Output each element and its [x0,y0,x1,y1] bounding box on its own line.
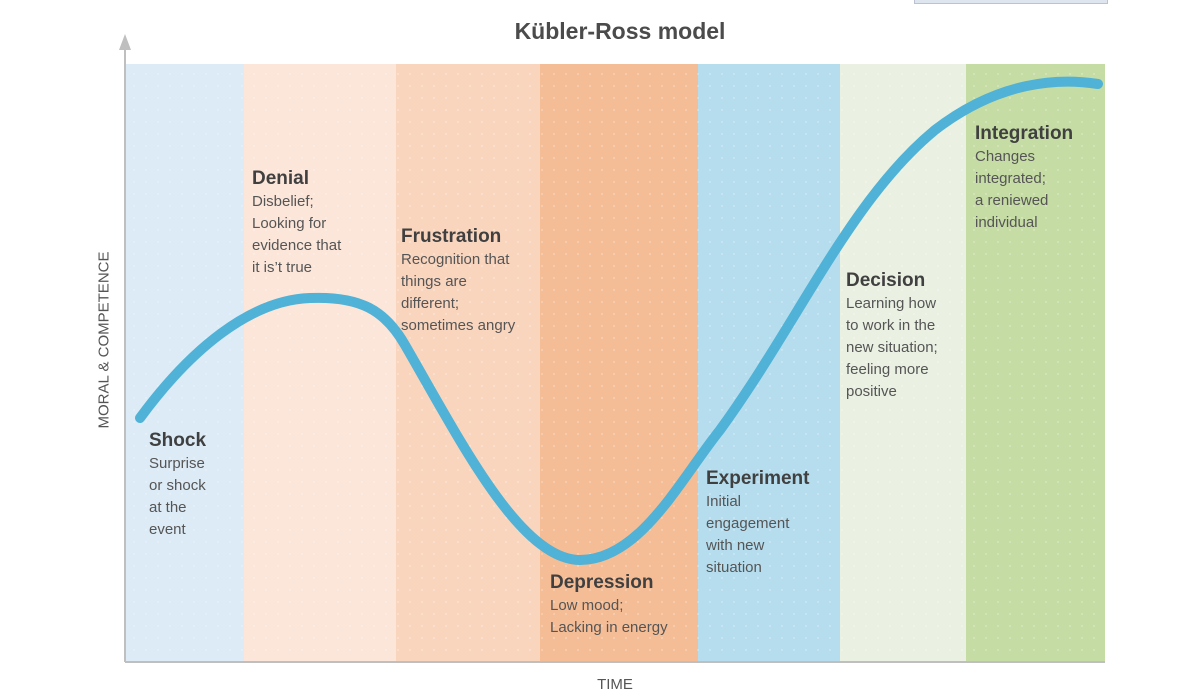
stage-name: Denial [252,168,310,189]
stage-label-experiment: Experiment Initial engagement with new s… [706,467,856,579]
y-axis-label: MORAL & COMPETENCE [95,251,113,429]
stage-label-shock: Shock Surprise or shock at the event [149,429,299,541]
stage-name: Frustration [401,226,502,247]
stage-description: Low mood; Lacking in energy [550,597,668,636]
stage-name: Depression [550,572,654,593]
stage-description: Surprise or shock at the event [149,455,206,538]
stage-description: Changes integrated; a reniewed individua… [975,148,1049,231]
stage-label-frustration: Frustration Recognition that things are … [401,225,551,337]
stage-label-denial: Denial Disbelief; Looking for evidence t… [252,167,402,279]
stage-description: Initial engagement with new situation [706,493,790,576]
x-axis-label: TIME [597,676,633,693]
stage-name: Integration [975,123,1074,144]
stage-label-integration: Integration Changes integrated; a reniew… [975,122,1125,234]
stage-name: Experiment [706,468,810,489]
stage-description: Recognition that things are different; s… [401,251,516,334]
corner-tab [914,0,1108,4]
change-curve [135,76,1103,565]
stage-label-decision: Decision Learning how to work in the new… [846,269,996,403]
stage-description: Disbelief; Looking for evidence that it … [252,193,342,276]
y-axis-arrow-icon [119,34,131,50]
stage-description: Learning how to work in the new situatio… [846,295,938,400]
diagram-title: Kübler-Ross model [514,18,726,44]
stage-name: Decision [846,270,926,291]
stage-label-depression: Depression Low mood; Lacking in energy [550,571,700,639]
stage-name: Shock [149,430,207,451]
